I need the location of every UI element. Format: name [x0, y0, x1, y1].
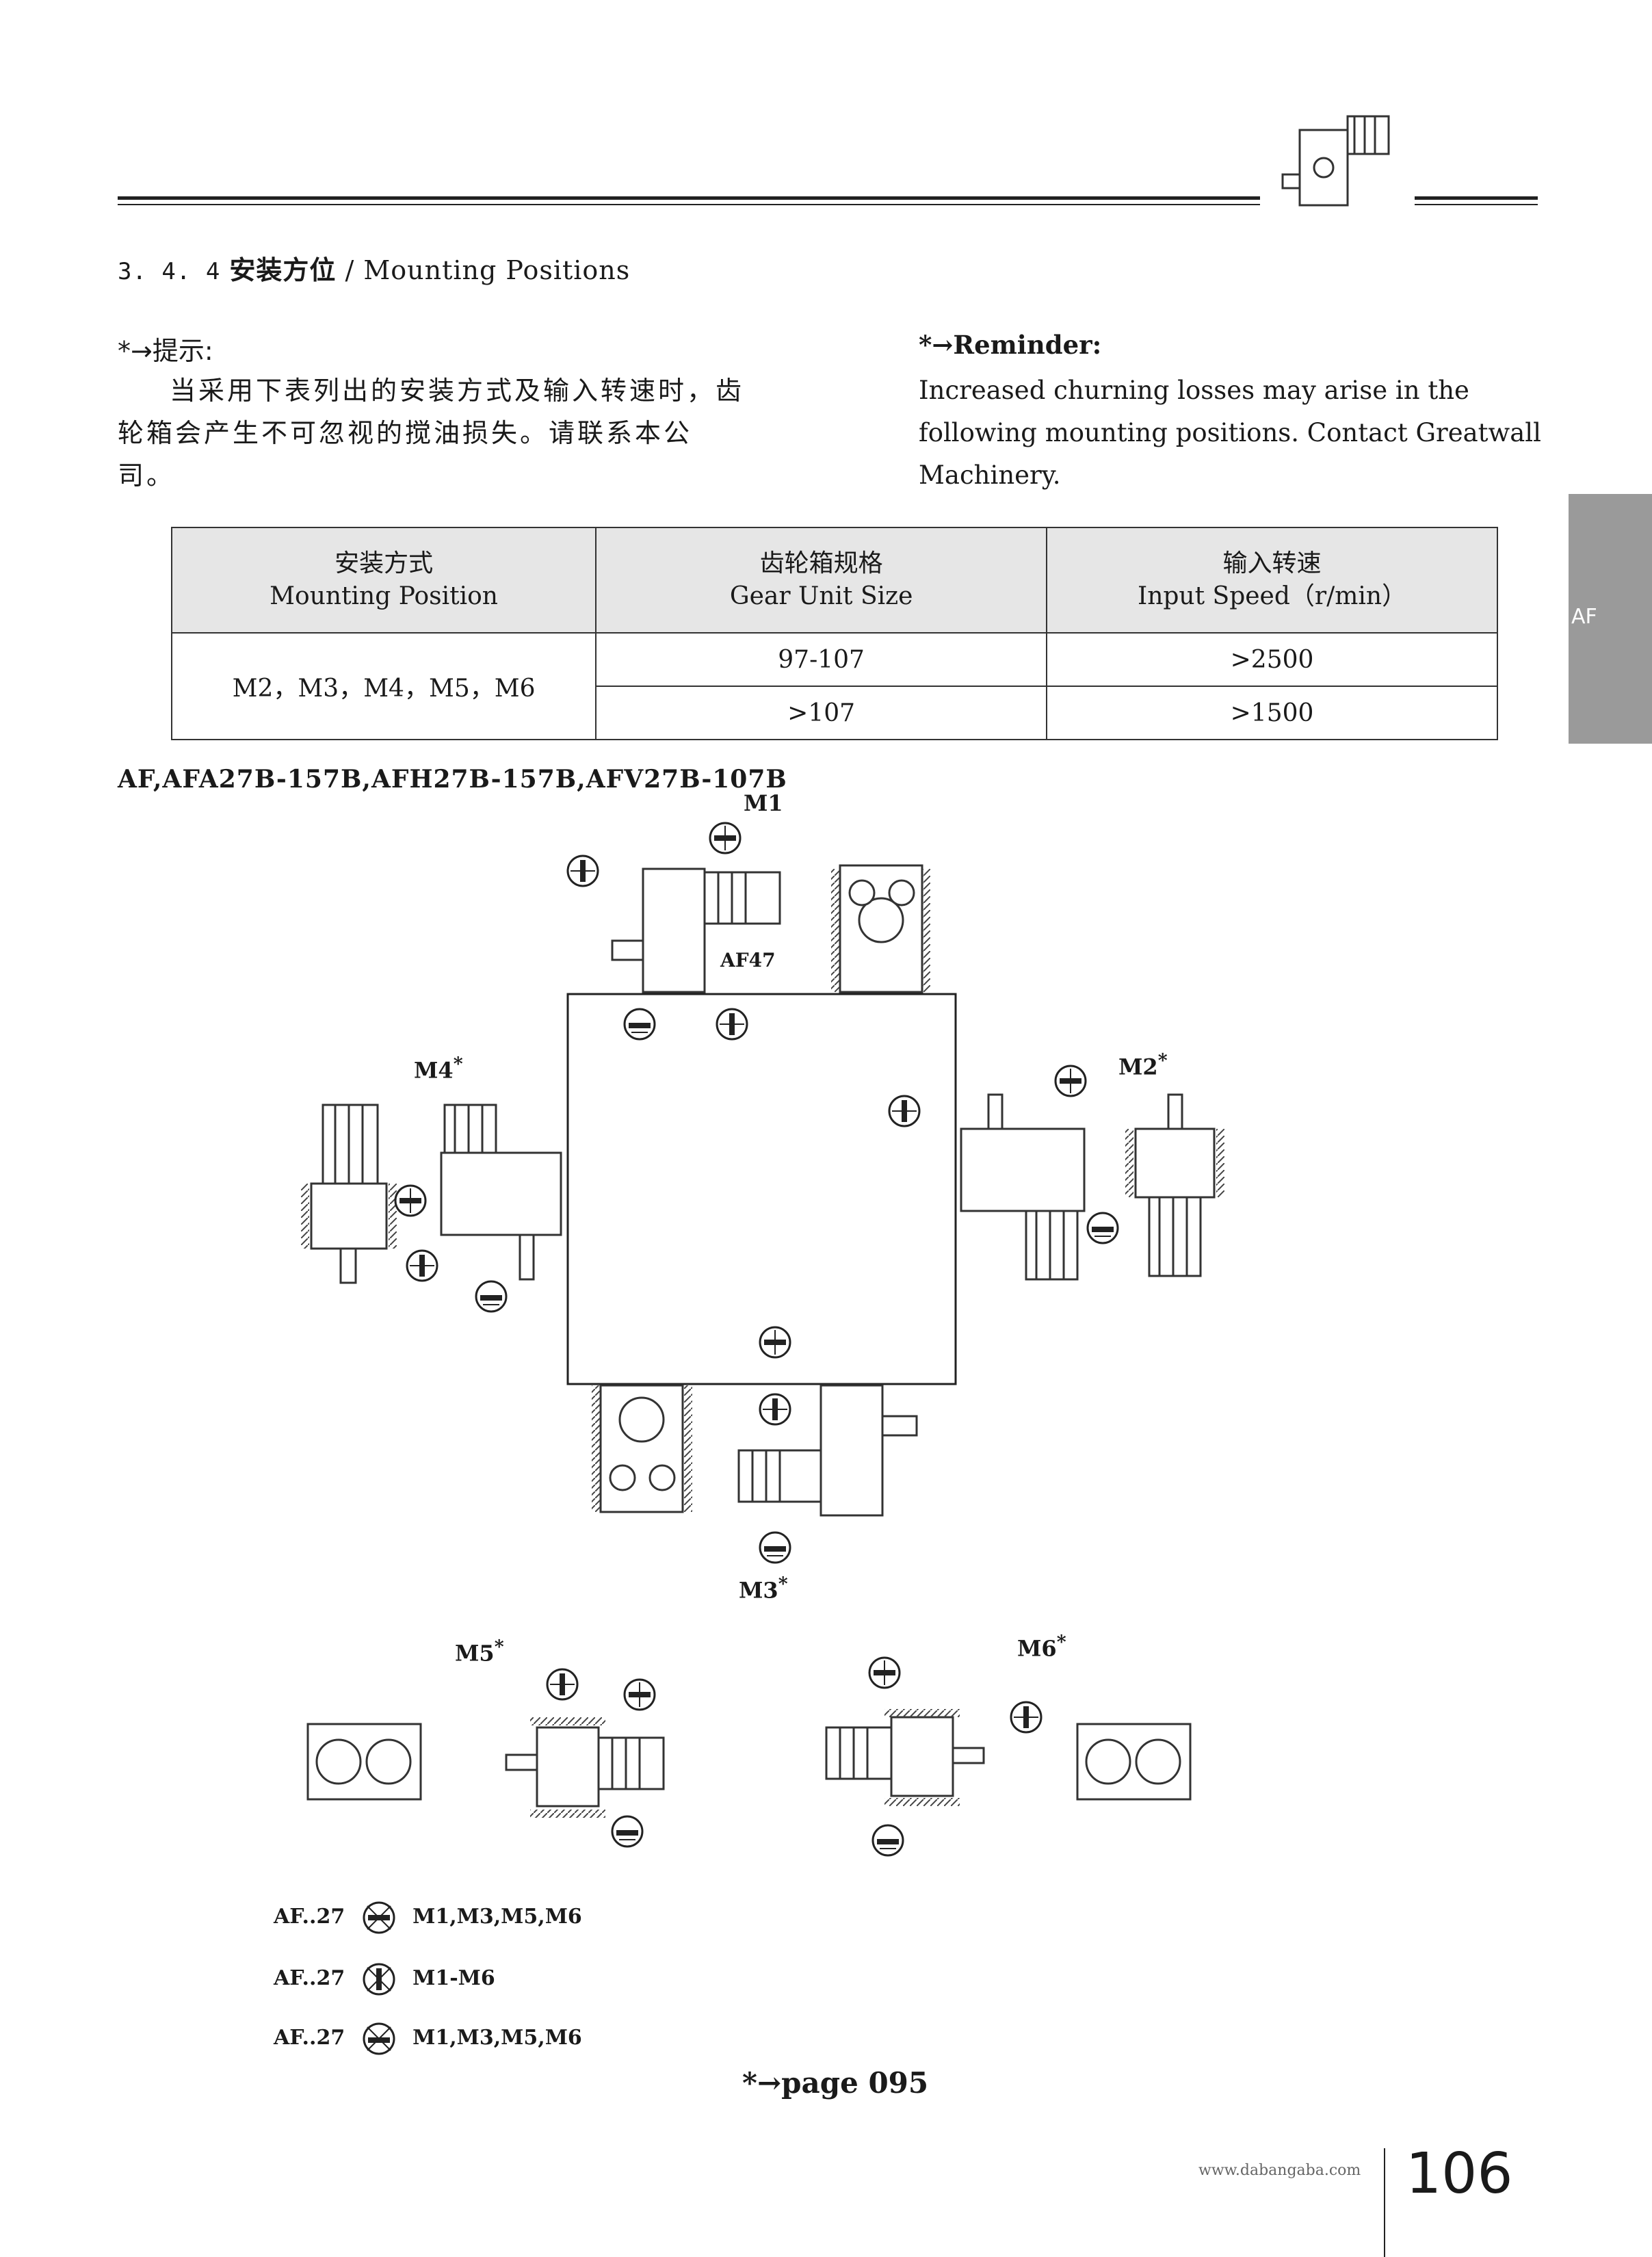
speed-cell: >1500	[1046, 686, 1498, 740]
header-en: Gear Unit Size	[729, 582, 913, 610]
reminder-label: *→Reminder:	[919, 330, 1102, 360]
header-rule-right-top	[1415, 196, 1538, 200]
header-rule-bottom	[118, 204, 1260, 205]
label-m4-text: M4	[414, 1057, 454, 1084]
mounting-cell: M2，M3，M4，M5，M6	[170, 632, 597, 740]
speed-cell: >2500	[1046, 632, 1498, 687]
label-m5-text: M5	[455, 1640, 495, 1667]
legend-model: AF..27	[274, 1905, 345, 1929]
legend-positions: M1,M3,M5,M6	[412, 1905, 582, 1929]
label-m3-text: M3	[739, 1577, 778, 1604]
table-header-cell: 输入转速 Input Speed（r/min）	[1046, 527, 1498, 634]
side-tab[interactable]: AF	[1569, 494, 1652, 744]
label-m1: M1	[744, 790, 783, 816]
label-m5: M5*	[455, 1636, 504, 1667]
input-speed-table: 安装方式 Mounting Position 齿轮箱规格 Gear Unit S…	[170, 527, 1498, 740]
size-cell: 97-107	[595, 632, 1048, 687]
label-m4: M4*	[414, 1054, 463, 1084]
label-m3-mark: *	[778, 1574, 788, 1595]
horizontal-breather-icon	[363, 1901, 395, 1934]
label-m2: M2*	[1118, 1050, 1168, 1080]
table-header-cell: 齿轮箱规格 Gear Unit Size	[595, 527, 1048, 634]
label-m2-mark: *	[1157, 1050, 1168, 1071]
header-rule-top	[118, 196, 1260, 200]
legend-row: AF..27 M1,M3,M5,M6	[274, 1901, 582, 1935]
label-af47: AF47	[720, 949, 776, 971]
label-m3: M3*	[739, 1574, 788, 1604]
section-title: 3. 4. 4 安装方位 / Mounting Positions	[118, 249, 630, 287]
header-rule-right-bottom	[1415, 204, 1538, 205]
vertical-breather-icon	[363, 1963, 395, 1996]
legend-row: AF..27 M1,M3,M5,M6	[274, 2022, 582, 2056]
header-zh: 齿轮箱规格	[759, 549, 883, 577]
table-header-cell: 安装方式 Mounting Position	[170, 527, 597, 634]
header-zh: 安装方式	[335, 549, 434, 577]
section-title-en: / Mounting Positions	[345, 255, 631, 285]
label-m5-mark: *	[494, 1636, 504, 1658]
size-cell: >107	[595, 686, 1048, 740]
page-reference-link[interactable]: *→page 095	[742, 2066, 929, 2100]
reminder-body: Increased churning losses may arise in t…	[919, 376, 1541, 490]
hint-label: *→提示:	[118, 336, 213, 366]
section-title-zh: 安装方位	[229, 255, 337, 285]
gearbox-thumbnail-icon	[1281, 115, 1390, 207]
footer-divider	[1384, 2148, 1385, 2257]
header-zh: 输入转速	[1222, 549, 1322, 577]
section-number: 3. 4. 4	[118, 258, 221, 285]
page-number: 106	[1406, 2141, 1513, 2206]
table-row: M2，M3，M4，M5，M6 97-107 >2500	[170, 632, 1498, 740]
header-en: Input Speed（r/min）	[1137, 582, 1407, 610]
label-m6-mark: *	[1056, 1632, 1066, 1653]
legend-model: AF..27	[274, 2026, 345, 2050]
variants-title: AF,AFA27B-157B,AFH27B-157B,AFV27B-107B	[118, 765, 787, 794]
label-m6: M6*	[1017, 1632, 1066, 1662]
label-m4-mark: *	[453, 1054, 463, 1075]
table-row: >107 >1500	[172, 686, 1498, 740]
legend-positions: M1,M3,M5,M6	[412, 2026, 582, 2050]
footer-url: www.dabangaba.com	[1198, 2162, 1361, 2179]
hint-body: 当采用下表列出的安装方式及输入转速时，齿轮箱会产生不可忽视的搅油损失。请联系本公…	[118, 376, 745, 491]
label-m6-text: M6	[1017, 1635, 1057, 1662]
label-m2-text: M2	[1118, 1054, 1158, 1080]
table-header-row: 安装方式 Mounting Position 齿轮箱规格 Gear Unit S…	[170, 527, 1498, 634]
legend-row: AF..27 M1-M6	[274, 1962, 495, 1996]
legend-model: AF..27	[274, 1966, 345, 1990]
legend-positions: M1-M6	[412, 1966, 495, 1990]
side-tab-label: AF	[1571, 605, 1597, 629]
header-en: Mounting Position	[270, 582, 498, 610]
drain-plug-icon	[363, 2022, 395, 2055]
